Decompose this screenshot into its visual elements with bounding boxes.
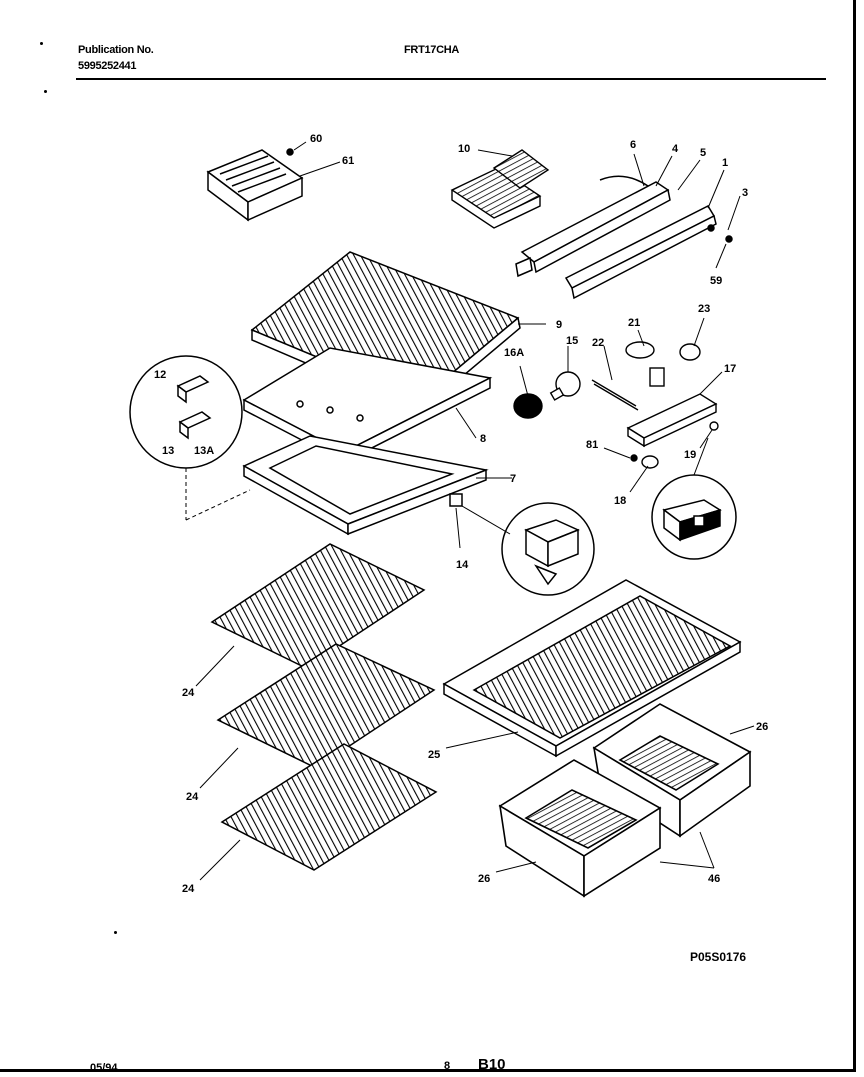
margin-dot: [44, 90, 47, 93]
callout-3: 3: [742, 187, 748, 199]
shelf-basket-part: [206, 148, 304, 222]
callout-13: 13: [162, 445, 174, 457]
header-rule: [76, 78, 826, 80]
callout-81: 81: [586, 439, 598, 451]
callout-19: 19: [684, 449, 696, 461]
margin-dot: [114, 931, 117, 934]
callout-24-b: 24: [186, 791, 199, 803]
callout-18: 18: [614, 495, 626, 507]
callout-24-c: 24: [182, 883, 195, 895]
detail-circle-14: [449, 493, 595, 596]
margin-dot: [40, 42, 43, 45]
publication-number: 5995252441: [78, 60, 137, 72]
diagram-code: P05S0176: [690, 950, 747, 964]
callout-46: 46: [708, 873, 720, 885]
callout-15: 15: [566, 335, 578, 347]
callout-9: 9: [556, 319, 562, 331]
footer-date: 05/94: [90, 1062, 118, 1074]
callout-25: 25: [428, 749, 440, 761]
ice-tray-part: [450, 149, 550, 229]
footer-section: B10: [478, 1056, 506, 1073]
callout-1: 1: [722, 157, 728, 169]
callout-23: 23: [698, 303, 710, 315]
detail-circle-lower-left: [129, 355, 243, 469]
callout-5: 5: [700, 147, 706, 159]
wire-shelf-part: [210, 543, 438, 871]
callout-13A: 13A: [194, 445, 214, 457]
callout-16A: 16A: [504, 347, 524, 359]
leader-lines: [195, 141, 755, 881]
callout-6: 6: [630, 139, 636, 151]
callout-17: 17: [724, 363, 736, 375]
detail-circle-control: [651, 474, 737, 560]
callout-10: 10: [458, 143, 470, 155]
callout-4: 4: [672, 143, 679, 155]
callout-22: 22: [592, 337, 604, 349]
crisper-cover-part: [242, 435, 489, 536]
callout-59: 59: [710, 275, 722, 287]
publication-label: Publication No.: [78, 44, 154, 56]
glass-shelf-part: [442, 579, 742, 758]
callout-12: 12: [154, 369, 166, 381]
rail-assembly-part: [515, 175, 733, 300]
callout-24-a: 24: [182, 687, 195, 699]
model-number: FRT17CHA: [404, 44, 460, 56]
footer-page-number: 8: [444, 1060, 451, 1072]
callout-26-a: 26: [756, 721, 768, 733]
callout-26-b: 26: [478, 873, 490, 885]
callout-labels: 60 61 10 6 4 5 1 3 59 9 21 23 22 16A 15 …: [154, 133, 768, 895]
crisper-drawer-part: [498, 703, 752, 898]
callout-8: 8: [480, 433, 486, 445]
callout-14: 14: [456, 559, 469, 571]
callout-21: 21: [628, 317, 640, 329]
control-parts: [591, 341, 719, 469]
callout-60: 60: [310, 133, 322, 145]
callout-61: 61: [342, 155, 354, 167]
callout-7: 7: [510, 473, 516, 485]
